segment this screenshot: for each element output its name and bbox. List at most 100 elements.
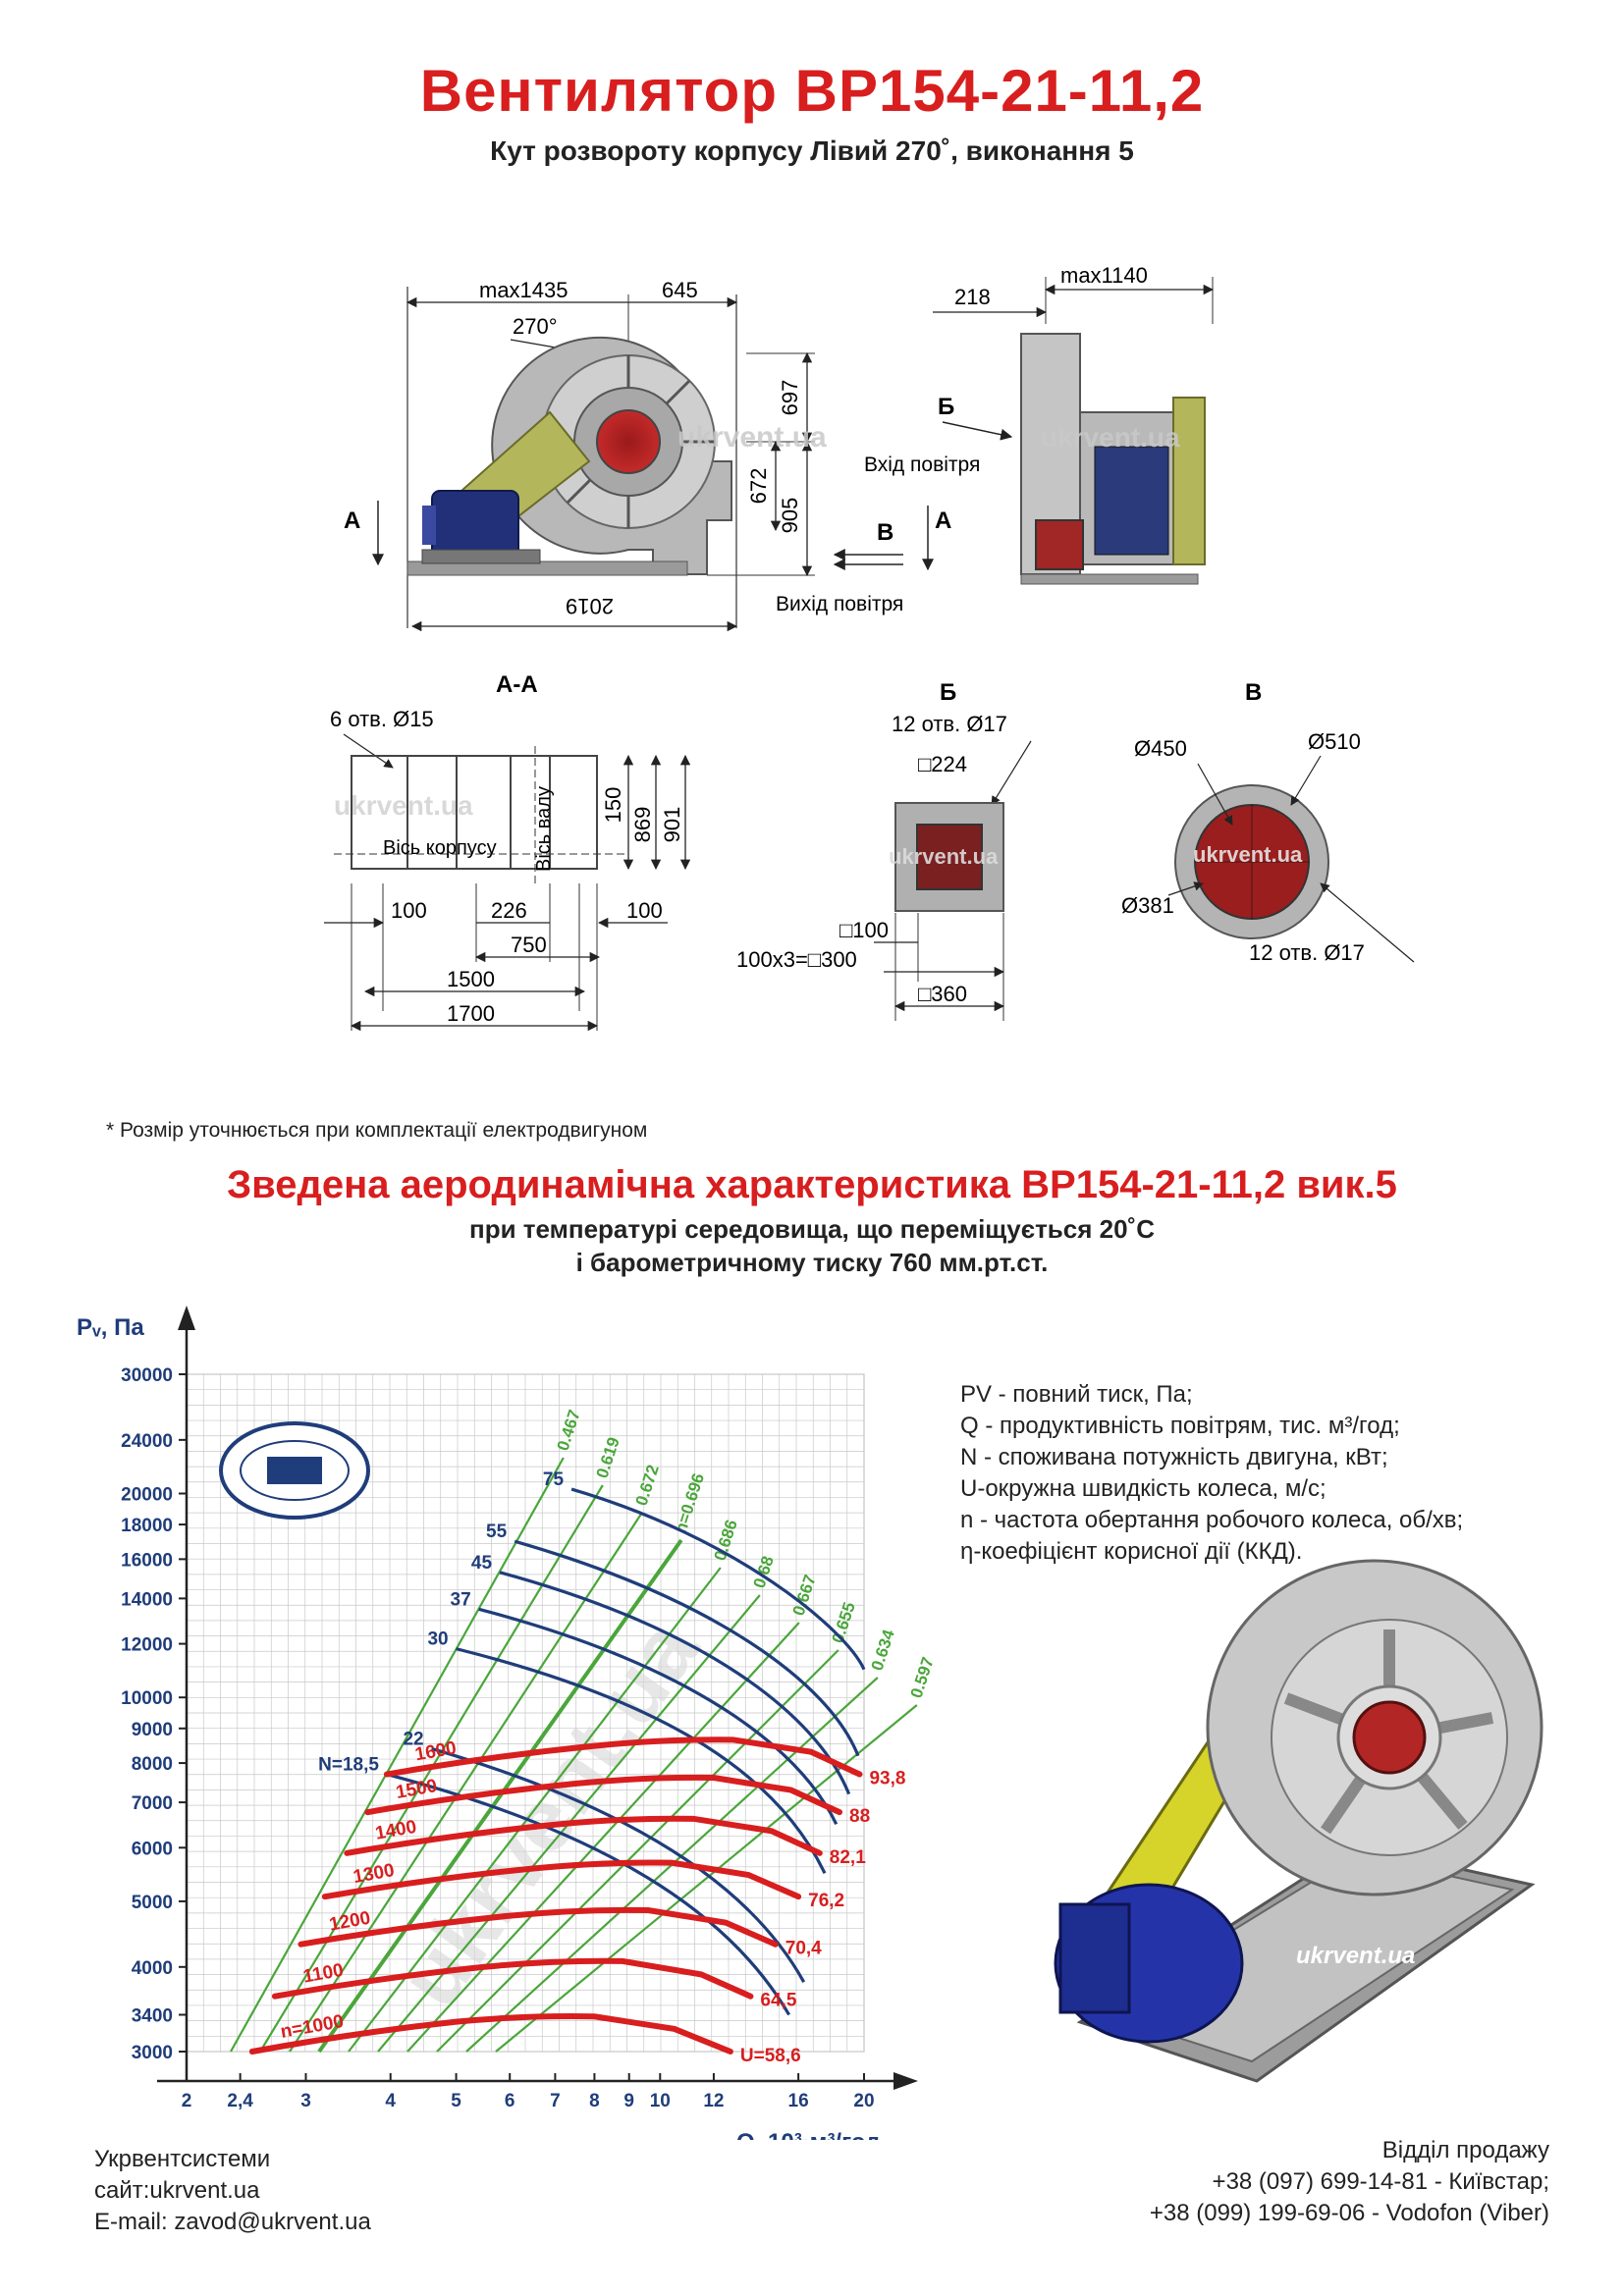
section-aa-title: А-А xyxy=(496,671,538,698)
footer-sales: Відділ продажу +38 (097) 699-14-81 - Киї… xyxy=(1150,2135,1549,2229)
legend-item: Q - продуктивність повітрям, тис. м³/год… xyxy=(960,1413,1400,1439)
chart-legend: PV - повний тиск, Па; Q - продуктивність… xyxy=(960,1379,1463,1568)
x-axis-arrow xyxy=(893,2072,918,2090)
efficiency-line xyxy=(495,1704,918,2053)
website-link[interactable]: сайт:ukrvent.ua xyxy=(94,2177,260,2204)
label-a-right: А xyxy=(935,507,951,534)
page-title: Вентилятор ВР154-21-11,2 xyxy=(419,58,1205,124)
y-tick-label: 16000 xyxy=(121,1550,173,1571)
y-tick-label: 9000 xyxy=(132,1720,173,1740)
view-b-sq100: □100 xyxy=(839,918,889,942)
legend-item: N - споживана потужність двигуна, кВт; xyxy=(960,1444,1388,1470)
inlet-label: Вхід повітря xyxy=(864,454,980,476)
view-v-watermark: ukrvent.ua xyxy=(1193,842,1303,867)
chart-axes xyxy=(157,1306,918,2090)
y-axis-label: Pᵥ, Па xyxy=(77,1314,144,1341)
side-view: 218 max1140 Б Вхід повітря В А Вихід пов… xyxy=(776,263,1215,615)
efficiency-label: 0.597 xyxy=(907,1655,938,1700)
sales-title: Відділ продажу xyxy=(1381,2137,1549,2163)
dim-150: 150 xyxy=(601,787,625,824)
power-label: 55 xyxy=(486,1522,508,1542)
x-tick-label: 20 xyxy=(853,2091,874,2111)
chart-section-sub1: при температурі середовища, що переміщує… xyxy=(469,1214,1155,1244)
speed-curve xyxy=(298,1906,779,1948)
y-tick-label: 4000 xyxy=(132,1958,173,1979)
view-v-d450: Ø450 xyxy=(1134,736,1187,761)
dim-645: 645 xyxy=(662,278,698,302)
dim-2019: 2019 xyxy=(566,594,614,618)
x-axis-label: Q, 10³·м³/год xyxy=(736,2129,880,2140)
phone-kyivstar[interactable]: +38 (097) 699-14-81 - Київстар; xyxy=(1212,2168,1549,2195)
y-tick-label: 12000 xyxy=(121,1635,173,1656)
stamp-inner xyxy=(240,1440,350,1501)
side-watermark: ukrvent.ua xyxy=(1041,422,1180,453)
view-b-sq360: □360 xyxy=(918,982,967,1006)
outlet-label: Вихід повітря xyxy=(776,593,903,615)
chart-stamp xyxy=(219,1421,370,1520)
x-tick-label: 6 xyxy=(505,2091,515,2111)
efficiency-label: 0.634 xyxy=(868,1627,898,1673)
view-b-sq224: □224 xyxy=(918,752,967,776)
x-tick-label: 8 xyxy=(589,2091,600,2111)
y-tick-label: 7000 xyxy=(132,1793,173,1814)
x-tick-label: 2 xyxy=(182,2091,192,2111)
speed-curve xyxy=(344,1815,823,1856)
efficiency-line xyxy=(317,1538,683,2054)
chart-section-sub2: і барометричному тиску 760 мм.рт.ст. xyxy=(575,1248,1049,1277)
y-tick-label: 20000 xyxy=(121,1485,173,1506)
label-v: В xyxy=(877,519,893,546)
y-tick-label: 6000 xyxy=(132,1839,173,1859)
section-aa-watermark: ukrvent.ua xyxy=(334,790,473,821)
view-v-holes: 12 отв. Ø17 xyxy=(1249,940,1365,965)
power-line xyxy=(386,1772,791,2016)
axis-body: Вісь корпусу xyxy=(383,837,497,859)
footnote: * Розмір уточнюється при комплектації ел… xyxy=(106,1119,648,1142)
x-tick-label: 12 xyxy=(703,2091,724,2111)
view-v-d381: Ø381 xyxy=(1121,893,1174,918)
efficiency-line xyxy=(348,1567,722,2053)
dim-100-right: 100 xyxy=(626,898,663,923)
speed-curve xyxy=(248,2013,733,2055)
x-tick-label: 16 xyxy=(788,2091,809,2111)
legend-item: PV - повний тиск, Па; xyxy=(960,1381,1193,1408)
efficiency-line xyxy=(289,1512,643,2053)
photo-watermark: ukrvent.ua xyxy=(1296,1943,1415,1969)
view-b-holes: 12 отв. Ø17 xyxy=(892,712,1007,736)
dim-1500: 1500 xyxy=(447,967,495,991)
x-tick-label: 7 xyxy=(550,2091,561,2111)
dim-905: 905 xyxy=(778,498,802,534)
dim-869: 869 xyxy=(630,807,655,843)
email-link[interactable]: E-mail: zavod@ukrvent.ua xyxy=(94,2209,371,2235)
view-b-pitch: 100х3=□300 xyxy=(736,947,857,972)
legend-item: η-коефіцієнт корисної дії (ККД). xyxy=(960,1538,1303,1565)
power-line xyxy=(478,1607,839,1825)
power-label: 37 xyxy=(451,1589,471,1610)
dim-100-left: 100 xyxy=(391,898,427,923)
efficiency-line xyxy=(406,1622,800,2053)
angle-label: 270° xyxy=(513,314,558,339)
section-aa-holes: 6 отв. Ø15 xyxy=(330,707,434,731)
phone-vodafone[interactable]: +38 (099) 199-69-06 - Vodofon (Viber) xyxy=(1149,2200,1549,2226)
y-tick-label: 30000 xyxy=(121,1365,173,1386)
view-b-title: Б xyxy=(940,679,956,706)
dim-697: 697 xyxy=(778,380,802,416)
x-tick-label: 3 xyxy=(300,2091,311,2111)
efficiency-line xyxy=(436,1649,839,2053)
x-tick-label: 2,4 xyxy=(227,2091,253,2111)
x-tick-label: 5 xyxy=(451,2091,461,2111)
dim-218: 218 xyxy=(954,285,991,309)
power-label: 22 xyxy=(403,1729,423,1749)
y-tick-label: 24000 xyxy=(121,1431,173,1452)
chart-ticks: 3000340040005000600070008000900010000120… xyxy=(121,1365,874,2111)
x-tick-label: 4 xyxy=(385,2091,396,2111)
speed-curve xyxy=(364,1774,843,1816)
power-label: 75 xyxy=(543,1469,565,1490)
legend-item: n - частота обертання робочого колеса, о… xyxy=(960,1507,1464,1533)
dim-226: 226 xyxy=(491,898,527,923)
y-tick-label: 3000 xyxy=(132,2043,173,2063)
axis-shaft: Вісь валу xyxy=(533,786,555,872)
stamp-fan-icon xyxy=(267,1457,322,1484)
view-v-title: В xyxy=(1245,679,1262,706)
y-tick-label: 3400 xyxy=(132,2005,173,2026)
